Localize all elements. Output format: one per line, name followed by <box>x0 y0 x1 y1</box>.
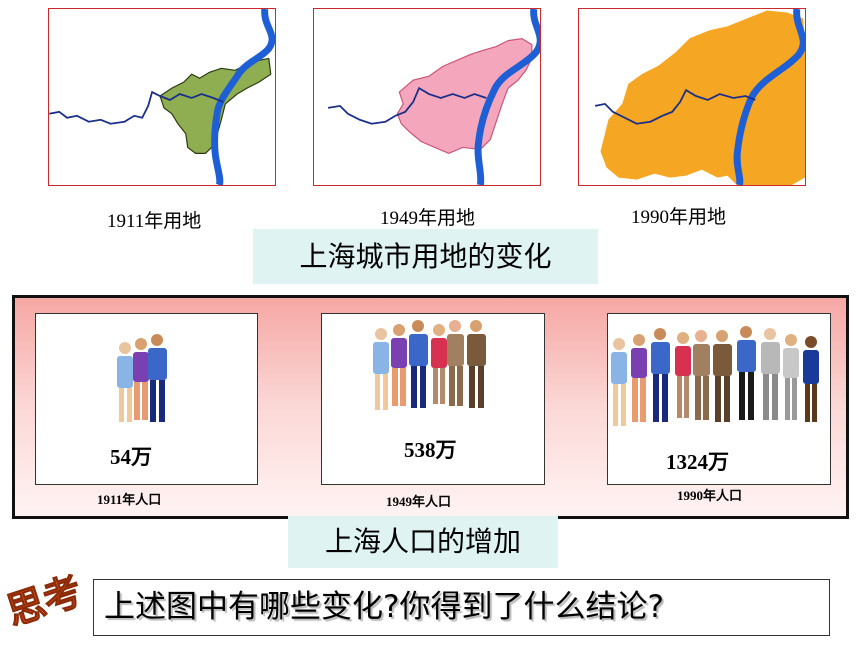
population-label-1990: 1990年人口 <box>677 488 743 503</box>
people-group-1949 <box>373 320 486 410</box>
land-map-1990 <box>578 8 806 186</box>
person-figure <box>447 320 464 406</box>
person-figure <box>761 328 780 420</box>
land-map-1949 <box>313 8 541 186</box>
person-figure <box>783 334 799 420</box>
land-map-1911 <box>48 8 276 186</box>
population-value-1990: 1324万 <box>666 450 729 474</box>
river-1949 <box>474 9 540 185</box>
think-icon: 思考 <box>2 568 88 632</box>
person-figure <box>737 326 756 420</box>
person-figure <box>611 338 627 426</box>
person-figure <box>409 320 428 408</box>
creek-1949 <box>327 86 487 125</box>
people-group-1911 <box>117 334 167 422</box>
question-box: 上述图中有哪些变化?你得到了什么结论? <box>93 579 830 636</box>
person-figure <box>117 342 133 422</box>
land-change-title: 上海城市用地的变化 <box>253 229 598 284</box>
land-map-label-1911: 1911年用地 <box>107 211 202 232</box>
creek-1911 <box>49 90 224 125</box>
land-map-label-1990: 1990年用地 <box>631 207 727 228</box>
person-figure <box>803 336 819 422</box>
map-1990-graphic <box>594 9 805 185</box>
person-figure <box>713 330 732 422</box>
person-figure <box>675 332 691 418</box>
person-figure <box>693 330 710 420</box>
person-figure <box>373 328 389 410</box>
river-1911 <box>211 9 275 185</box>
creek-1990 <box>594 88 756 125</box>
population-value-1949: 538万 <box>404 438 457 462</box>
person-figure <box>431 324 447 404</box>
person-figure <box>631 334 647 422</box>
think-icon-text: 思考 <box>2 568 87 632</box>
map-1949-graphic <box>327 9 540 185</box>
population-panel: 54万 1911年人口 538万 1949年人口 1324万 1990年人 <box>12 295 849 519</box>
person-figure <box>148 334 167 422</box>
population-value-1911: 54万 <box>110 445 152 469</box>
person-figure <box>133 338 149 420</box>
person-figure <box>651 328 670 422</box>
map-1911-graphic <box>49 9 275 185</box>
person-figure <box>391 324 407 406</box>
urban-area-1949 <box>396 38 533 155</box>
land-map-label-1949: 1949年用地 <box>380 208 476 229</box>
population-label-1949: 1949年人口 <box>386 494 452 509</box>
people-group-1990 <box>611 326 819 426</box>
person-figure <box>467 320 486 408</box>
population-title: 上海人口的增加 <box>288 516 558 568</box>
population-label-1911: 1911年人口 <box>97 492 162 507</box>
population-card-1990: 1324万 <box>607 313 831 485</box>
population-card-1911: 54万 <box>35 313 258 485</box>
population-card-1949: 538万 <box>321 313 545 485</box>
